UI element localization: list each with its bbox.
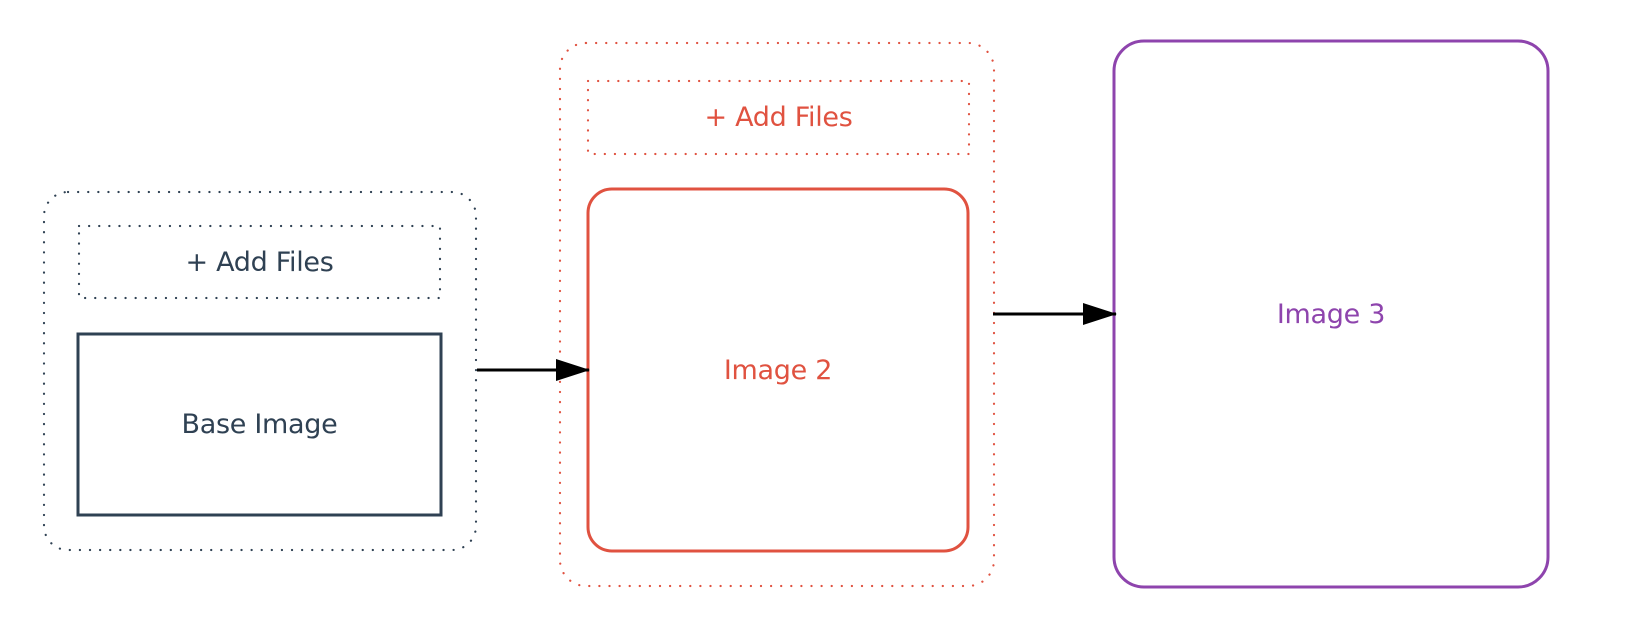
image3-box[interactable]	[1112, 39, 1550, 589]
image2-box[interactable]	[586, 187, 970, 553]
image2-add-files-dropzone[interactable]	[586, 79, 971, 156]
base-stage-group	[42, 190, 478, 552]
image2-stage-group	[558, 41, 996, 588]
base-add-files-dropzone[interactable]	[77, 224, 442, 300]
base-image-box[interactable]	[76, 332, 443, 517]
